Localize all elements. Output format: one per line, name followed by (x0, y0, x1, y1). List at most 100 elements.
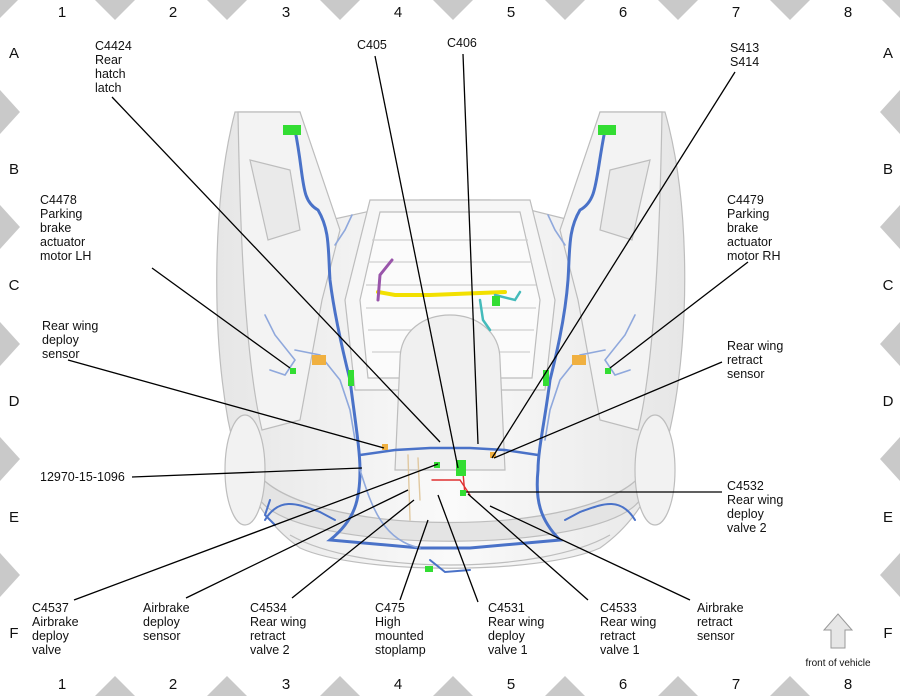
callout-line: Airbrake (32, 615, 79, 629)
callout-airbrake-deploy-sensor: Airbrake deploy sensor (143, 601, 190, 643)
row-label: C (883, 277, 894, 294)
callout-c4534: C4534 Rear wing retract valve 2 (250, 601, 306, 657)
row-labels-right: A B C D E F (883, 45, 894, 642)
connectors (283, 125, 616, 572)
connector-c4424-rh (598, 125, 616, 135)
row-label: B (9, 161, 19, 178)
callout-line: deploy (42, 333, 80, 347)
vehicle-rear-illustration (216, 111, 686, 569)
callout-line: S414 (730, 55, 759, 69)
front-of-vehicle-label: front of vehicle (805, 658, 870, 669)
col-label: 2 (169, 676, 177, 693)
column-labels-top: 1 2 3 4 5 6 7 8 (58, 4, 852, 21)
callout-line: C4534 (250, 601, 287, 615)
callout-c4533: C4533 Rear wing retract valve 1 (600, 601, 656, 657)
callout-c475: C475 High mounted stoplamp (375, 601, 426, 657)
callout-line: Rear (95, 53, 122, 67)
callout-line: retract (250, 629, 286, 643)
callout-harness-id: 12970-15-1096 (40, 470, 125, 484)
callout-line: C4479 (727, 193, 764, 207)
connector-c406 (492, 296, 500, 306)
connector-c405 (456, 460, 466, 476)
col-label: 8 (844, 4, 852, 21)
callout-c405: C405 (357, 38, 387, 52)
callout-line: deploy (727, 507, 765, 521)
row-label: A (883, 45, 893, 62)
column-labels-bottom: 1 2 3 4 5 6 7 8 (58, 676, 852, 693)
callout-c4531: C4531 Rear wing deploy valve 1 (488, 601, 544, 657)
callout-c4478: C4478 Parking brake actuator motor LH (40, 193, 91, 263)
col-label: 6 (619, 676, 627, 693)
actuator-lh (312, 355, 326, 365)
callout-line: hatch (95, 67, 126, 81)
callout-s413-s414: S413 S414 (730, 41, 759, 69)
front-of-vehicle-indicator: front of vehicle (805, 613, 871, 669)
callout-line: valve 1 (600, 643, 640, 657)
actuator-rh (572, 355, 586, 365)
callout-c4532: C4532 Rear wing deploy valve 2 (727, 479, 783, 535)
callout-line: Airbrake (143, 601, 190, 615)
callout-line: C4531 (488, 601, 525, 615)
callout-line: Parking (727, 207, 769, 221)
callout-line: S413 (730, 41, 759, 55)
callout-line: retract (600, 629, 636, 643)
connector-c4478 (290, 368, 296, 374)
callout-line: valve (32, 643, 61, 657)
callout-line: mounted (375, 629, 424, 643)
callout-line: brake (727, 221, 758, 235)
col-label: 2 (169, 4, 177, 21)
callout-line: Airbrake (697, 601, 744, 615)
connector-c4424-lh (283, 125, 301, 135)
col-label: 8 (844, 676, 852, 693)
callout-rear-wing-retract-sensor: Rear wing retract sensor (727, 339, 783, 381)
callout-airbrake-retract-sensor: Airbrake retract sensor (697, 601, 744, 643)
callout-line: stoplamp (375, 643, 426, 657)
callout-line: 12970-15-1096 (40, 470, 125, 484)
callout-line: Rear wing (488, 615, 544, 629)
callout-line: Rear wing (727, 493, 783, 507)
row-label: F (9, 625, 18, 642)
row-label: D (883, 393, 894, 410)
callout-c4479: C4479 Parking brake actuator motor RH (727, 193, 780, 263)
connector-c4531 (460, 490, 466, 496)
callout-line: C4424 (95, 39, 132, 53)
callout-line: C405 (357, 38, 387, 52)
connector-rh-sensor (543, 370, 549, 386)
col-label: 5 (507, 4, 515, 21)
callout-c406: C406 (447, 36, 477, 50)
connector-deploy-sensor (382, 444, 388, 450)
callout-line: High (375, 615, 401, 629)
row-label: E (883, 509, 893, 526)
callout-line: Parking (40, 207, 82, 221)
callout-line: sensor (143, 629, 181, 643)
row-label: C (9, 277, 20, 294)
callout-line: deploy (32, 629, 70, 643)
callout-line: valve 2 (250, 643, 290, 657)
callout-line: C4478 (40, 193, 77, 207)
callout-line: Rear wing (42, 319, 98, 333)
col-label: 1 (58, 676, 66, 693)
col-label: 4 (394, 4, 402, 21)
callout-line: motor LH (40, 249, 91, 263)
callout-c4424: C4424 Rear hatch latch (95, 39, 132, 95)
col-label: 7 (732, 676, 740, 693)
row-label: A (9, 45, 19, 62)
callout-line: deploy (488, 629, 526, 643)
callout-line: retract (727, 353, 763, 367)
col-label: 4 (394, 676, 402, 693)
row-label: E (9, 509, 19, 526)
connector-lh-sensor (348, 370, 354, 386)
callout-c4537: C4537 Airbrake deploy valve (32, 601, 79, 657)
row-label: B (883, 161, 893, 178)
col-label: 6 (619, 4, 627, 21)
connector-c4479 (605, 368, 611, 374)
callout-line: valve 1 (488, 643, 528, 657)
connector-retract-sensor (490, 452, 496, 458)
callout-line: Rear wing (727, 339, 783, 353)
callout-line: C4532 (727, 479, 764, 493)
callout-line: retract (697, 615, 733, 629)
connector-c475 (425, 566, 433, 572)
callout-rear-wing-deploy-sensor: Rear wing deploy sensor (42, 319, 98, 361)
row-labels-left: A B C D E F (9, 45, 20, 642)
